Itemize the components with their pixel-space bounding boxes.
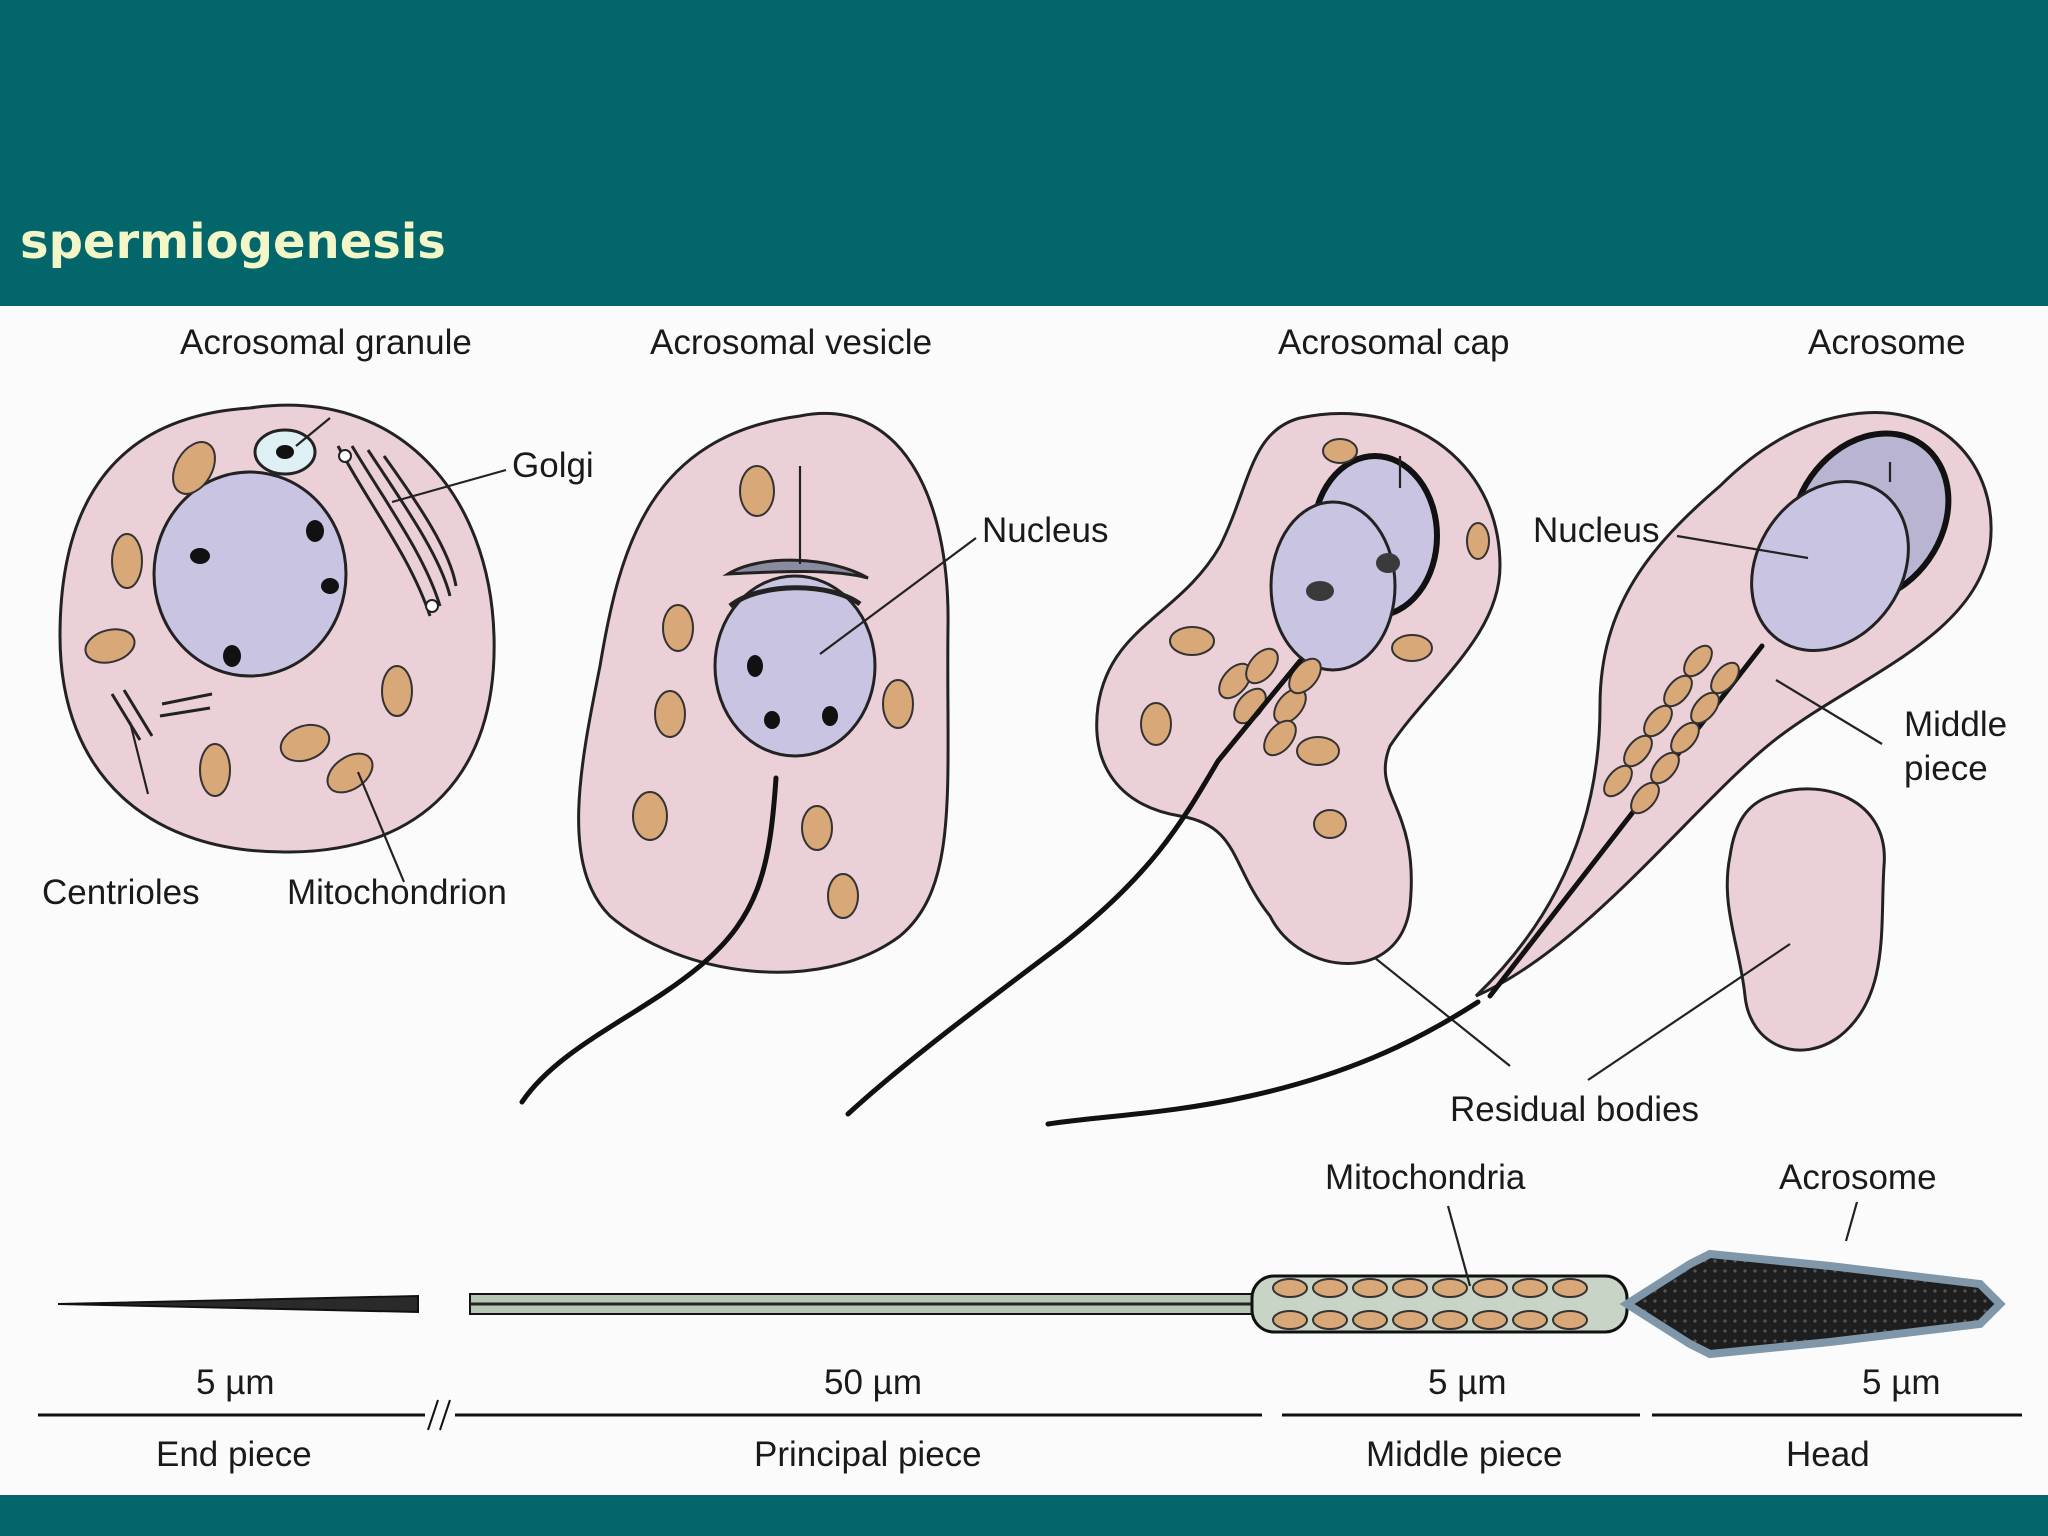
scale-middle-piece-length: 5 µm — [1428, 1363, 1507, 1402]
scale-principal-piece-length: 50 µm — [824, 1363, 922, 1402]
label-nucleus-2: Nucleus — [1533, 511, 1659, 550]
scale-principal-piece-name: Principal piece — [754, 1435, 982, 1474]
label-residual-bodies: Residual bodies — [1450, 1090, 1699, 1129]
stage-3-spermatid — [845, 412, 1511, 1117]
stage-4-spermatid — [1045, 411, 1993, 1127]
slide-title: spermiogenesis — [20, 214, 446, 270]
stage-3-nucleus — [1269, 500, 1397, 672]
label-golgi: Golgi — [512, 446, 594, 485]
scale-end-piece-name: End piece — [156, 1435, 312, 1474]
label-mitochondria: Mitochondria — [1325, 1158, 1526, 1197]
centrioles — [110, 689, 213, 741]
stage-2-spermatid — [519, 412, 977, 1105]
mitochondrion — [172, 441, 216, 495]
stage-1-nucleus — [152, 470, 348, 678]
scale-middle-piece-name: Middle piece — [1366, 1435, 1563, 1474]
label-mitochondrion: Mitochondrion — [287, 873, 507, 912]
scale-head-length: 5 µm — [1862, 1363, 1941, 1402]
residual-body — [1725, 787, 1886, 1052]
stage-2-nucleus — [713, 574, 877, 758]
label-nucleus-1: Nucleus — [982, 511, 1108, 550]
label-acrosome-1: Acrosome — [1808, 323, 1966, 362]
label-acrosomal-vesicle: Acrosomal vesicle — [650, 323, 932, 362]
acrosomal-vesicle — [722, 558, 869, 580]
bottom-mitochondria-row — [1272, 1278, 1588, 1330]
scale-bar — [38, 1399, 2022, 1431]
sperm-head — [1619, 1249, 2006, 1359]
label-centrioles: Centrioles — [42, 873, 200, 912]
label-acrosomal-cap: Acrosomal cap — [1278, 323, 1509, 362]
mature-spermatozoon — [57, 1201, 2006, 1359]
label-acrosome-2: Acrosome — [1779, 1158, 1937, 1197]
end-piece — [57, 1294, 419, 1314]
spermiogenesis-figure: Acrosomal granule Golgi Acrosomal vesicl… — [0, 306, 2048, 1495]
label-acrosomal-granule: Acrosomal granule — [180, 323, 472, 362]
stage-1-spermatid — [58, 403, 507, 883]
stage-4-nucleus — [1750, 479, 1910, 653]
golgi-apparatus — [336, 445, 458, 617]
scale-end-piece-length: 5 µm — [196, 1363, 275, 1402]
label-middle-piece-line1: Middle — [1904, 705, 2007, 744]
scale-head-name: Head — [1786, 1435, 1870, 1474]
label-middle-piece-line2: piece — [1904, 749, 1988, 788]
